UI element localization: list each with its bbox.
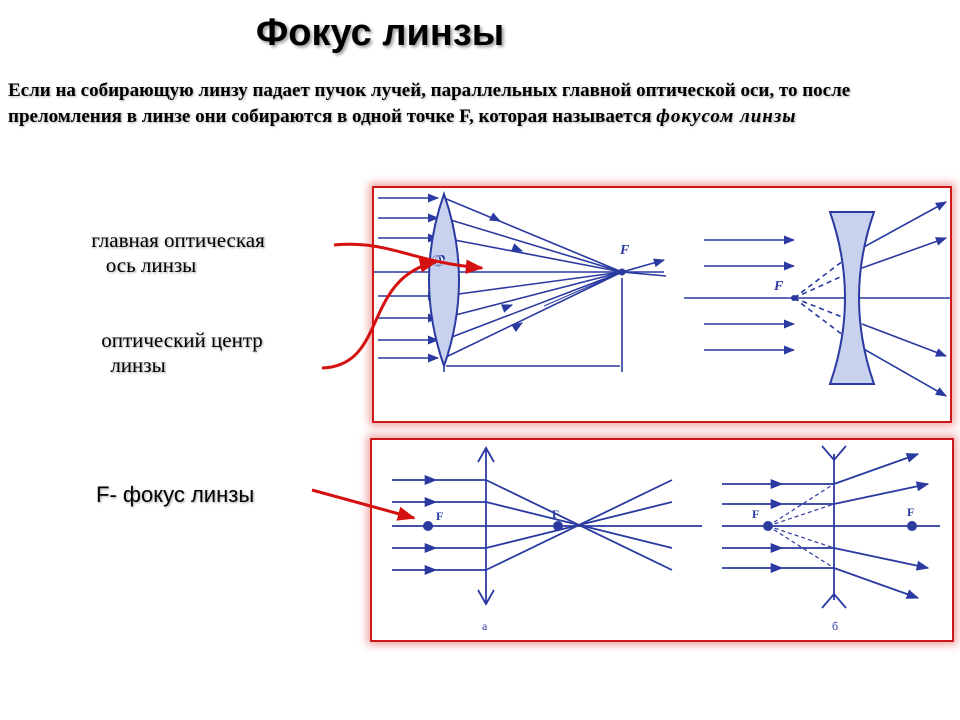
focus-b-right: F (907, 505, 914, 519)
axis-label-line2: ось линзы (105, 253, 197, 277)
intro-text: Если на собирающую линзу падает пучок лу… (8, 80, 851, 127)
axis-label: главная оптическая ось линзы (62, 228, 294, 278)
center-label-line2: линзы (110, 353, 166, 377)
intro-paragraph: Если на собирающую линзу падает пучок лу… (8, 78, 948, 130)
lens-diagram-bottom: F F F F а б (370, 438, 954, 642)
focus-b-left: F (752, 507, 759, 521)
center-mark: O (432, 253, 444, 270)
lens-diagram-top: F O F (372, 186, 952, 423)
caption-a: а (482, 619, 488, 633)
focus-a-right: F (552, 507, 559, 521)
diverging-lens (828, 211, 876, 385)
focus-label-top: F (619, 243, 630, 258)
lens-diagram-bottom-svg: F F F F а б (392, 445, 940, 633)
lens-diagram-top-svg: F O F (374, 190, 950, 397)
focus-label-diverging: F (773, 279, 784, 294)
center-label: оптический центр линзы (74, 328, 290, 378)
center-label-line1: оптический центр (101, 328, 263, 352)
focus-a-left: F (436, 509, 443, 523)
focus-point-top (618, 268, 626, 276)
focus-label: F- фокус линзы (96, 482, 255, 507)
axis-label-line1: главная оптическая (91, 228, 265, 252)
page-title: Фокус линзы (255, 12, 505, 54)
caption-b: б (832, 619, 838, 633)
intro-emphasis: фокусом линзы (656, 106, 797, 127)
